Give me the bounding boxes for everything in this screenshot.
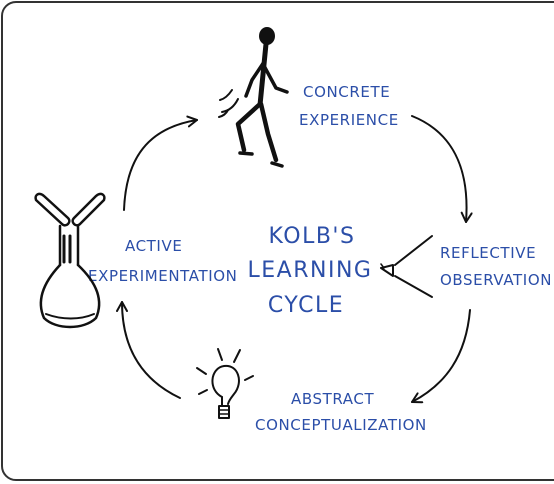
title-line-1: KOLB'S	[269, 224, 356, 249]
eye-icon	[380, 235, 433, 298]
cycle-title: KOLB'S LEARNING CYCLE	[248, 224, 373, 318]
arrow-active-to-concrete	[123, 115, 198, 211]
stage-concrete-line-1: CONCRETE	[303, 83, 390, 101]
arrow-abstract-to-active	[116, 301, 181, 399]
stage-abstract-line-2: CONCEPTUALIZATION	[255, 416, 427, 434]
stage-abstract-line-1: ABSTRACT	[291, 390, 374, 408]
flask-icon	[34, 192, 106, 329]
stage-active-line-1: ACTIVE	[125, 237, 182, 255]
stage-active-line-2: EXPERIMENTATION	[88, 267, 237, 285]
lightbulb-icon	[196, 348, 254, 419]
title-line-2: LEARNING	[248, 258, 373, 283]
arrow-concrete-to-reflective	[411, 115, 473, 223]
stage-concrete-experience: CONCRETE EXPERIENCE	[299, 83, 399, 129]
running-figure-icon	[218, 27, 289, 168]
stage-abstract-conceptualization: ABSTRACT CONCEPTUALIZATION	[255, 390, 427, 434]
stage-reflective-observation: REFLECTIVE OBSERVATION	[440, 244, 552, 289]
stage-concrete-line-2: EXPERIENCE	[299, 111, 399, 129]
stage-reflective-line-2: OBSERVATION	[440, 271, 552, 289]
cycle-arrows	[116, 115, 473, 404]
stage-reflective-line-1: REFLECTIVE	[440, 244, 536, 262]
title-line-3: CYCLE	[268, 293, 344, 318]
stage-active-experimentation: ACTIVE EXPERIMENTATION	[88, 237, 237, 285]
arrow-reflective-to-abstract	[411, 309, 471, 404]
